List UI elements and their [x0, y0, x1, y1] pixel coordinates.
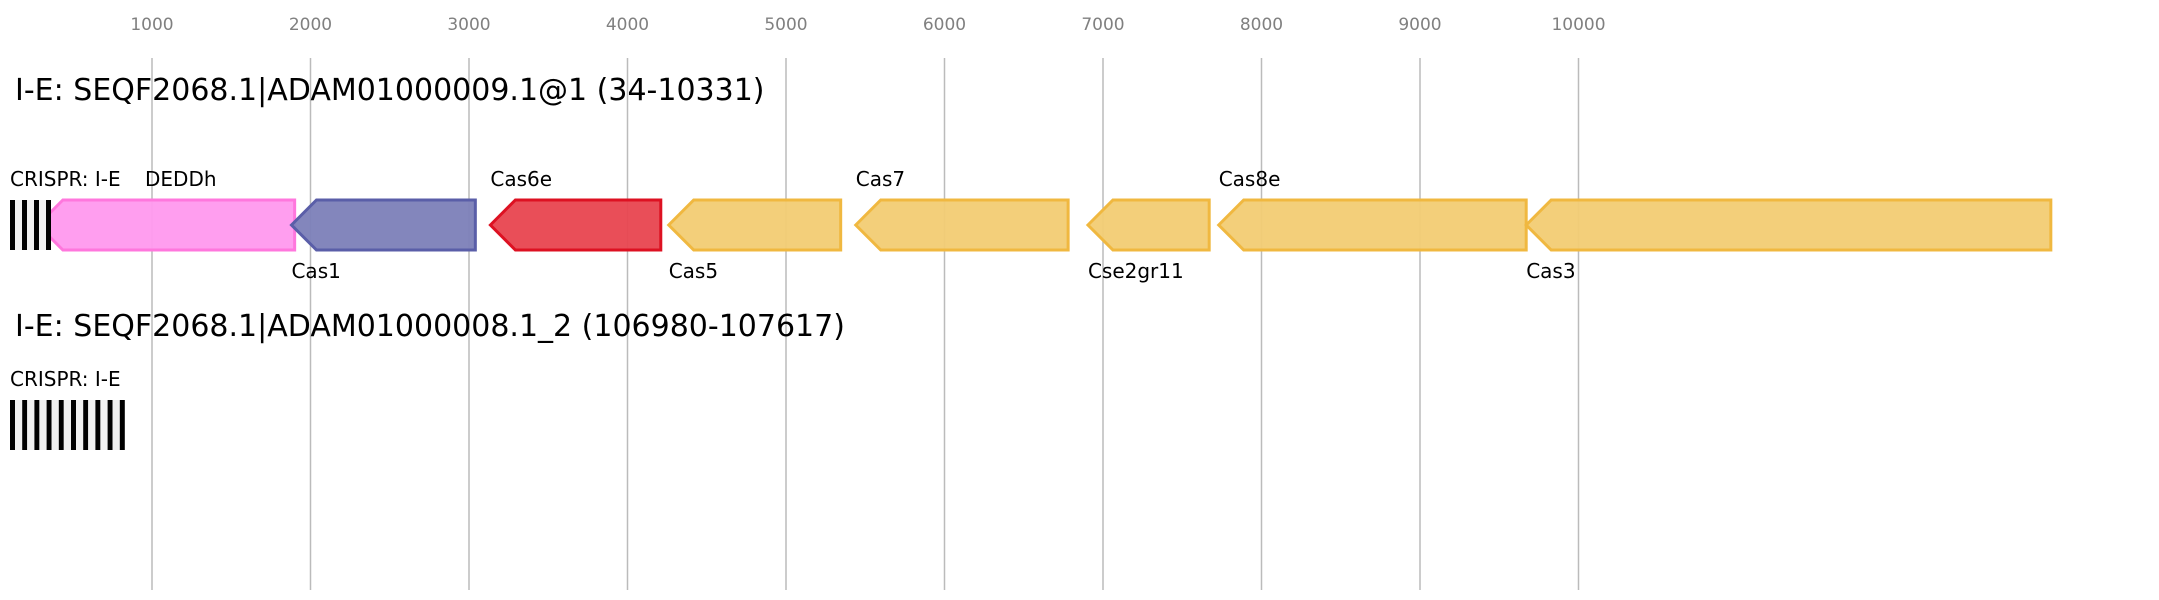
gene-label-cas5: Cas5: [669, 259, 718, 283]
gene-label-cas7: Cas7: [856, 167, 905, 191]
gene-arrow-deddh[interactable]: [35, 198, 297, 252]
gene-arrow-cse2gr11[interactable]: [1085, 198, 1211, 252]
crispr-spacer: [88, 400, 96, 450]
crispr-spacer: [15, 400, 23, 450]
locus-title-2: I-E: SEQF2068.1|ADAM01000008.1_2 (106980…: [15, 309, 845, 344]
crispr-repeat: [22, 200, 27, 250]
crispr-repeat: [10, 200, 15, 250]
axis-tick-label: 2000: [289, 15, 332, 35]
gene-arrow-cas1[interactable]: [289, 198, 477, 252]
gene-label-cas6e: Cas6e: [490, 167, 552, 191]
crispr-repeat: [58, 400, 64, 450]
crispr-spacer: [27, 400, 35, 450]
gene-label-cas3: Cas3: [1526, 259, 1575, 283]
axis-tick-label: 10000: [1551, 15, 1605, 35]
axis-tick-label: 6000: [923, 15, 966, 35]
crispr-label-1: CRISPR: I-E: [10, 167, 121, 191]
crispr-spacer: [39, 400, 47, 450]
gene-label-cse2gr11: Cse2gr11: [1088, 259, 1184, 283]
crispr-repeat: [34, 200, 39, 250]
gene-arrow-cas8e[interactable]: [1216, 198, 1528, 252]
crispr-spacer: [27, 200, 34, 250]
crispr-spacer: [100, 400, 108, 450]
locus-title-1: I-E: SEQF2068.1|ADAM01000009.1@1 (34-103…: [15, 73, 765, 108]
crispr-repeat: [22, 400, 28, 450]
axis-tick-label: 1000: [130, 15, 173, 35]
crispr-spacer: [76, 400, 84, 450]
crispr-spacer: [63, 400, 71, 450]
axis-tick-label: 3000: [447, 15, 490, 35]
crispr-spacer: [15, 200, 22, 250]
gene-arrow-cas6e[interactable]: [488, 198, 663, 252]
crispr-repeat: [83, 400, 89, 450]
crispr-repeat: [119, 400, 125, 450]
crispr-repeat: [46, 400, 52, 450]
axis-tick-label: 9000: [1398, 15, 1441, 35]
crispr-repeat: [46, 200, 51, 250]
axis-tick-label: 7000: [1081, 15, 1124, 35]
crispr-repeat: [10, 400, 15, 450]
gene-arrow-cas7[interactable]: [853, 198, 1070, 252]
crispr-repeat: [34, 400, 40, 450]
gene-label-cas8e: Cas8e: [1219, 167, 1281, 191]
crispr-spacer: [112, 400, 120, 450]
gene-arrow-cas3[interactable]: [1524, 198, 2053, 252]
crispr-repeat: [107, 400, 113, 450]
crispr-repeat: [71, 400, 76, 450]
gene-arrow-cas5[interactable]: [666, 198, 843, 252]
crispr-repeat: [95, 400, 101, 450]
axis-tick-label: 4000: [606, 15, 649, 35]
crispr-label-2: CRISPR: I-E: [10, 367, 121, 391]
axis-tick-label: 5000: [764, 15, 807, 35]
gene-label-cas1: Cas1: [291, 259, 340, 283]
gene-label-deddh: DEDDh: [145, 167, 217, 191]
axis-tick-label: 8000: [1240, 15, 1283, 35]
crispr-spacer: [51, 400, 59, 450]
crispr-spacer: [39, 200, 46, 250]
